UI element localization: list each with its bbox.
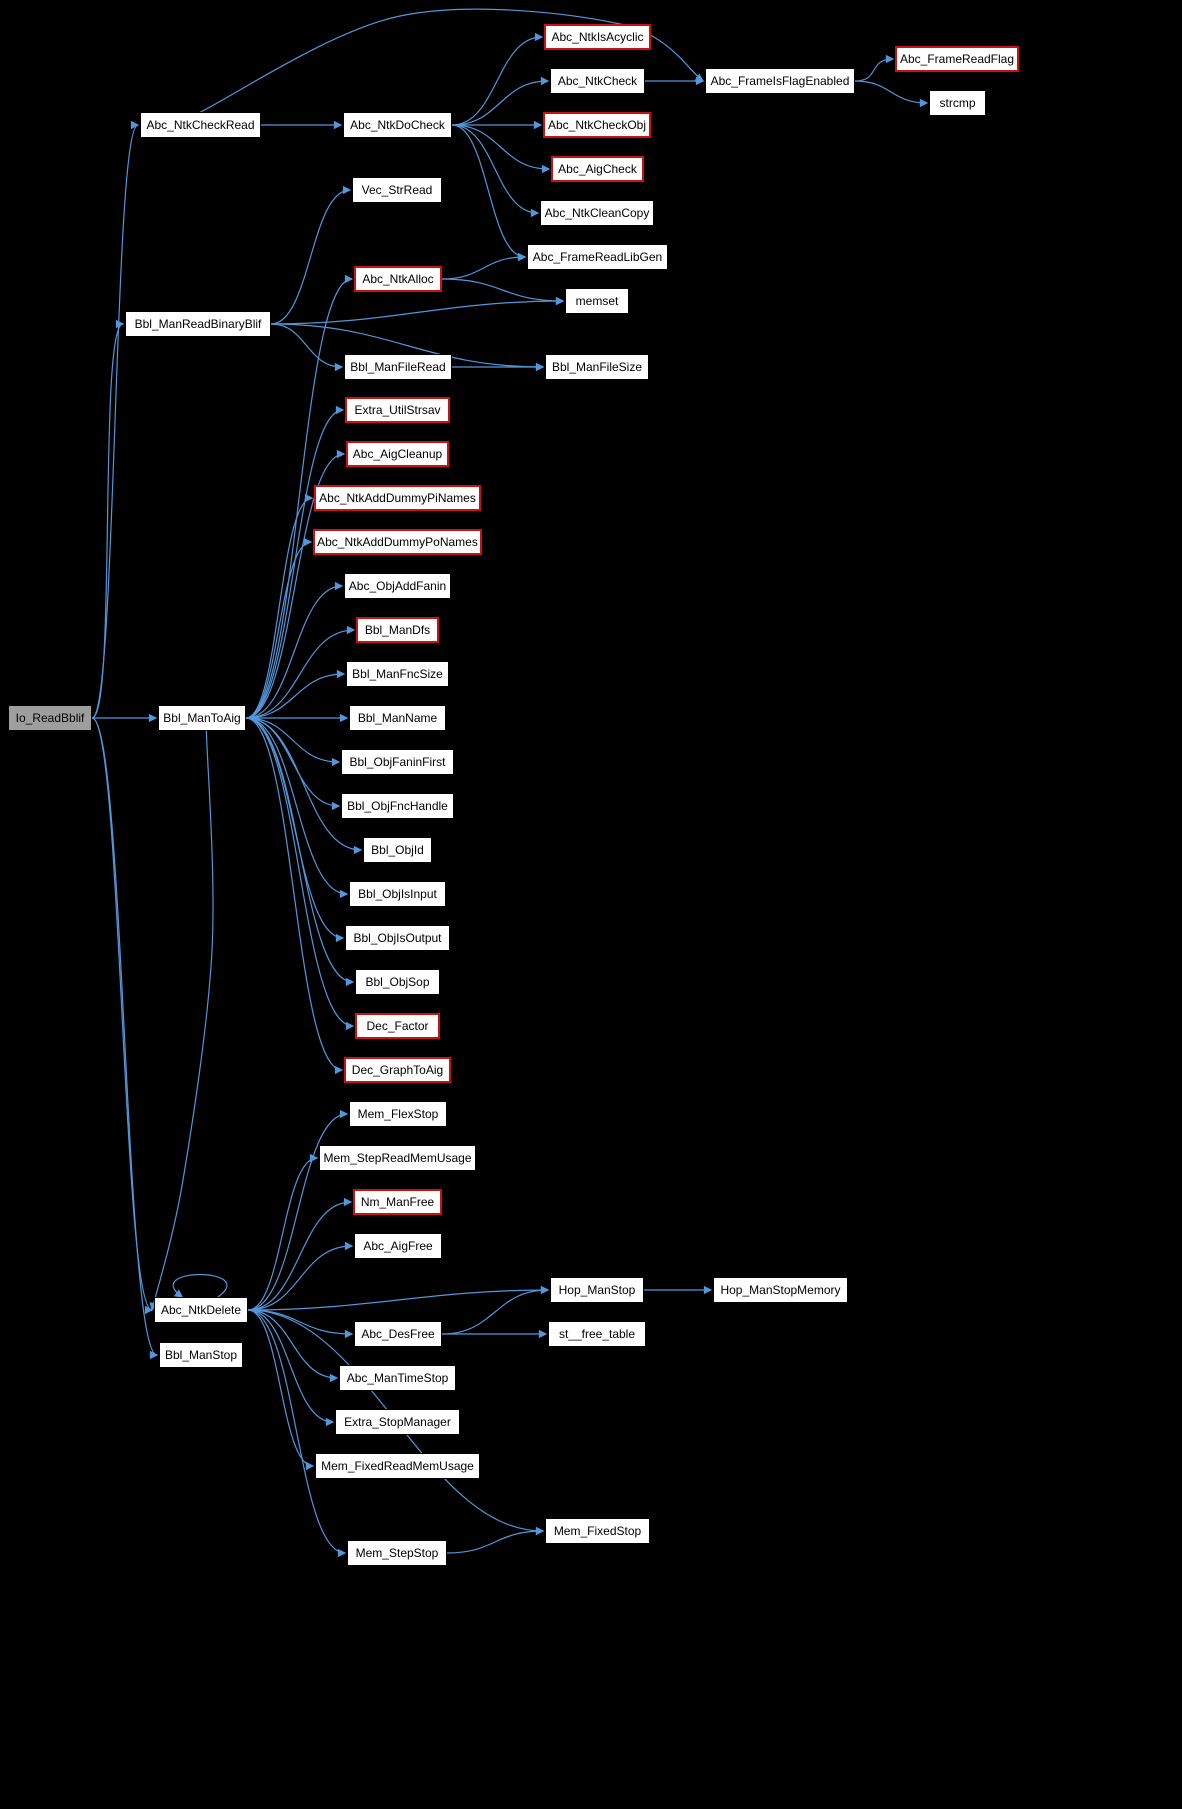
edge-io_readbblif-bbl_manreadbinaryblif (91, 319, 125, 719)
edge-abc_frameisflagenabled-strcmp (854, 80, 929, 108)
edge-bbl_mantoaig-abc_ntkdelete (149, 730, 214, 1312)
node-abc_ntkcheckobj[interactable]: Abc_NtkCheckObj (543, 112, 651, 138)
edge-abc_ntkdelete-mem_fixedreadmemusage (247, 1309, 315, 1471)
edge-bbl_mantoaig-abc_aigcleanup (245, 449, 346, 719)
edge-abc_frameisflagenabled-abc_framereadflag (854, 54, 895, 82)
node-abc_desfree[interactable]: Abc_DesFree (354, 1321, 442, 1347)
node-abc_objaddfanin[interactable]: Abc_ObjAddFanin (344, 573, 451, 599)
edge-abc_ntkdocheck-abc_framereadlibgen (451, 124, 527, 262)
node-mem_fixedstop[interactable]: Mem_FixedStop (545, 1518, 650, 1544)
node-bbl_objid[interactable]: Bbl_ObjId (363, 837, 432, 863)
node-mem_fixedreadmemusage[interactable]: Mem_FixedReadMemUsage (315, 1453, 480, 1479)
node-bbl_manfileread[interactable]: Bbl_ManFileRead (344, 354, 452, 380)
node-bbl_objfnchandle[interactable]: Bbl_ObjFncHandle (341, 793, 454, 819)
edge-abc_ntkdocheck-abc_aigcheck (451, 124, 551, 174)
node-extra_stopmanager[interactable]: Extra_StopManager (335, 1409, 460, 1435)
node-mem_stepreadmemusage[interactable]: Mem_StepReadMemUsage (319, 1145, 476, 1171)
edge-bbl_manreadbinaryblif-vec_strread (270, 185, 352, 325)
node-mem_flexstop[interactable]: Mem_FlexStop (349, 1101, 447, 1127)
node-bbl_objisinput[interactable]: Bbl_ObjIsInput (349, 881, 446, 907)
edge-abc_ntkdelete-hop_manstop (247, 1285, 550, 1311)
node-nm_manfree[interactable]: Nm_ManFree (353, 1189, 442, 1215)
node-abc_ntkcheckread[interactable]: Abc_NtkCheckRead (140, 112, 261, 138)
node-bbl_objsop[interactable]: Bbl_ObjSop (355, 969, 440, 995)
edge-mem_stepstop-mem_fixedstop (446, 1526, 545, 1554)
edge-abc_ntkdocheck-abc_ntkcleancopy (451, 124, 540, 218)
node-abc_aigfree[interactable]: Abc_AigFree (354, 1233, 442, 1259)
edge-abc_ntkalloc-abc_framereadlibgen (441, 252, 527, 280)
edge-abc_ntkdelete-nm_manfree (247, 1197, 353, 1311)
node-abc_ntkdelete[interactable]: Abc_NtkDelete (154, 1297, 248, 1323)
node-abc_mantimestop[interactable]: Abc_ManTimeStop (339, 1365, 456, 1391)
node-vec_strread[interactable]: Vec_StrRead (352, 177, 442, 203)
edge-abc_ntkdelete-mem_flexstop (247, 1109, 349, 1311)
node-bbl_objfaninfirst[interactable]: Bbl_ObjFaninFirst (341, 749, 454, 775)
edge-bbl_mantoaig-bbl_mandfs (245, 625, 356, 719)
node-abc_ntkalloc[interactable]: Abc_NtkAlloc (354, 266, 442, 292)
node-extra_utilstrsav[interactable]: Extra_UtilStrsav (345, 397, 450, 423)
edge-bbl_mantoaig-bbl_objid (245, 717, 363, 855)
node-strcmp[interactable]: strcmp (929, 90, 986, 116)
node-io_readbblif[interactable]: Io_ReadBblif (8, 705, 92, 731)
node-abc_ntkcleancopy[interactable]: Abc_NtkCleanCopy (540, 200, 654, 226)
node-bbl_manfncsize[interactable]: Bbl_ManFncSize (346, 661, 449, 687)
node-abc_ntkisacyclic[interactable]: Abc_NtkIsAcyclic (544, 24, 651, 50)
edge-bbl_mantoaig-dec_factor (245, 717, 355, 1031)
edge-abc_ntkdelete-mem_stepstop (247, 1309, 347, 1558)
node-bbl_manreadbinaryblif[interactable]: Bbl_ManReadBinaryBlif (125, 311, 271, 337)
edge-abc_ntkdelete-abc_mantimestop (247, 1309, 339, 1383)
edge-abc_ntkdelete-abc_aigfree (247, 1241, 354, 1311)
edge-bbl_mantoaig-abc_ntkadddummypinames (245, 493, 314, 719)
edge-abc_ntkdocheck-abc_ntkcheck (451, 76, 550, 126)
node-bbl_objisoutput[interactable]: Bbl_ObjIsOutput (345, 925, 450, 951)
node-abc_ntkdocheck[interactable]: Abc_NtkDoCheck (343, 112, 452, 138)
node-hop_manstopmemory[interactable]: Hop_ManStopMemory (713, 1277, 848, 1303)
node-st__free_table[interactable]: st__free_table (548, 1321, 646, 1347)
node-bbl_manname[interactable]: Bbl_ManName (349, 705, 446, 731)
edge-bbl_mantoaig-bbl_objfaninfirst (245, 717, 341, 767)
edge-bbl_manreadbinaryblif-bbl_manfileread (270, 323, 344, 372)
edge-io_readbblif-abc_ntkdelete (91, 717, 154, 1315)
edge-io_readbblif-bbl_manstop (91, 717, 159, 1360)
edge-bbl_mantoaig-bbl_objisinput (245, 717, 349, 899)
edge-bbl_mantoaig-bbl_objsop (245, 717, 355, 987)
edge-abc_ntkdocheck-abc_ntkisacyclic (451, 32, 544, 126)
edge-abc_ntkdelete-abc_ntkdelete (172, 1274, 228, 1298)
edge-abc_ntkdelete-extra_stopmanager (247, 1309, 335, 1427)
edge-bbl_manreadbinaryblif-memset (270, 296, 565, 325)
node-abc_aigcleanup[interactable]: Abc_AigCleanup (346, 441, 449, 467)
node-abc_frameisflagenabled[interactable]: Abc_FrameIsFlagEnabled (705, 68, 855, 94)
edge-bbl_manreadbinaryblif-bbl_manfilesize (270, 323, 545, 372)
node-abc_ntkadddummypinames[interactable]: Abc_NtkAddDummyPiNames (314, 485, 481, 511)
node-dec_factor[interactable]: Dec_Factor (355, 1013, 440, 1039)
edge-bbl_mantoaig-abc_ntkalloc (245, 274, 354, 719)
node-memset[interactable]: memset (565, 288, 629, 314)
node-abc_framereadlibgen[interactable]: Abc_FrameReadLibGen (527, 244, 668, 270)
node-abc_ntkadddummyponames[interactable]: Abc_NtkAddDummyPoNames (313, 529, 482, 555)
node-bbl_mantoaig[interactable]: Bbl_ManToAig (158, 705, 246, 731)
edge-abc_desfree-hop_manstop (441, 1285, 550, 1335)
edge-abc_ntkdelete-mem_stepreadmemusage (247, 1153, 319, 1311)
edge-io_readbblif-abc_ntkcheckread (91, 120, 140, 719)
edge-bbl_mantoaig-abc_objaddfanin (245, 581, 344, 719)
edge-bbl_mantoaig-dec_graphtoaig (245, 717, 344, 1075)
node-bbl_manstop[interactable]: Bbl_ManStop (159, 1342, 243, 1368)
node-mem_stepstop[interactable]: Mem_StepStop (347, 1540, 447, 1566)
edge-abc_ntkcheckread-abc_frameisflagenabled (200, 8, 705, 113)
edge-abc_ntkalloc-memset (441, 278, 565, 306)
edge-bbl_mantoaig-extra_utilstrsav (245, 405, 345, 719)
node-abc_framereadflag[interactable]: Abc_FrameReadFlag (895, 46, 1019, 72)
node-bbl_mandfs[interactable]: Bbl_ManDfs (356, 617, 439, 643)
edge-bbl_mantoaig-bbl_manfncsize (245, 669, 346, 719)
node-abc_aigcheck[interactable]: Abc_AigCheck (551, 156, 644, 182)
edge-bbl_mantoaig-abc_ntkadddummyponames (245, 537, 313, 719)
node-hop_manstop[interactable]: Hop_ManStop (550, 1277, 644, 1303)
node-abc_ntkcheck[interactable]: Abc_NtkCheck (550, 68, 645, 94)
node-bbl_manfilesize[interactable]: Bbl_ManFileSize (545, 354, 649, 380)
node-dec_graphtoaig[interactable]: Dec_GraphToAig (344, 1057, 451, 1083)
